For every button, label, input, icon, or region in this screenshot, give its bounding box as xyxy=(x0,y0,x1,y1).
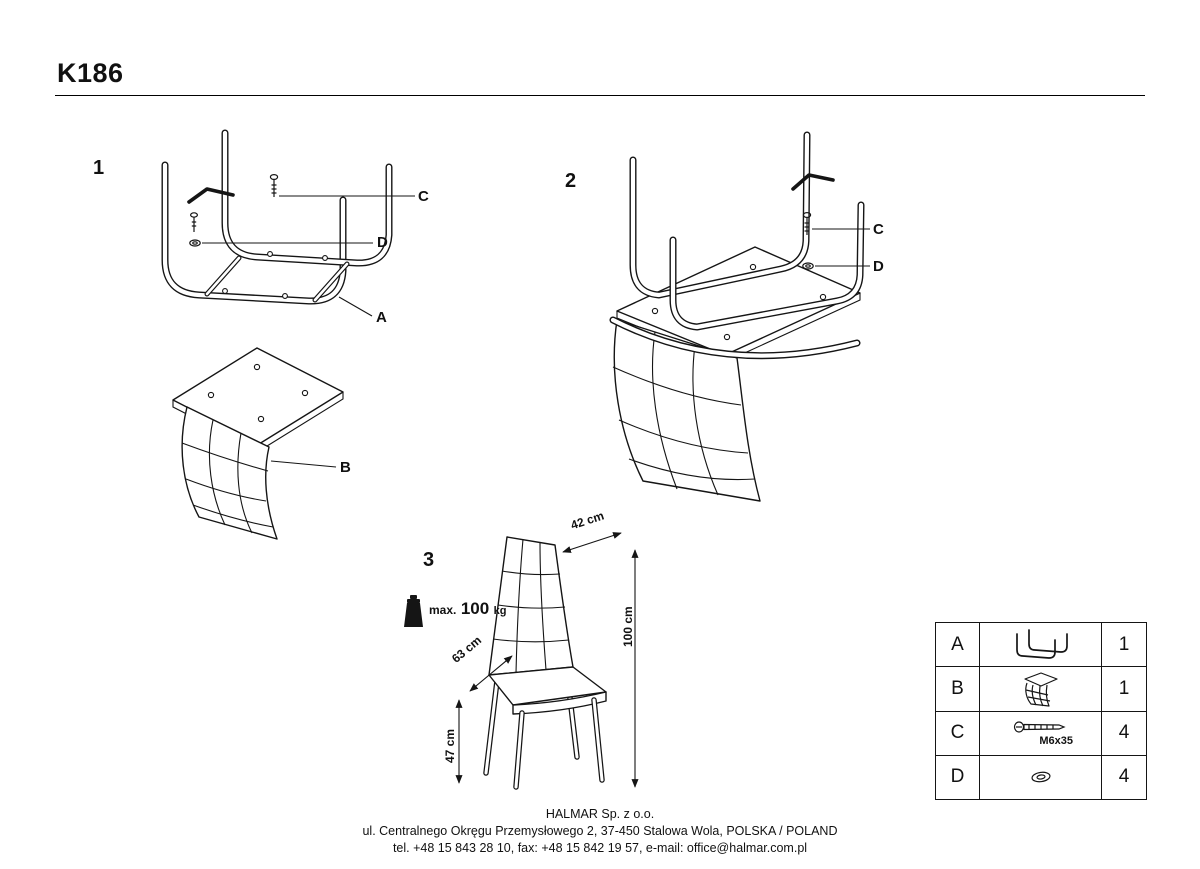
seat-part-drawing xyxy=(172,347,344,540)
footer-contact: tel. +48 15 843 28 10, fax: +48 15 842 1… xyxy=(392,841,808,855)
screw-icon: M6x35 xyxy=(980,711,1102,755)
max-weight-prefix: max. xyxy=(429,603,457,617)
footer-company: HALMAR Sp. z o.o. xyxy=(545,807,655,821)
screw-icon xyxy=(269,173,279,197)
assembled-chair-drawing xyxy=(483,536,607,790)
step-2-figure: 2 xyxy=(555,115,900,515)
part-id-c: C xyxy=(936,711,980,755)
leader-line-b xyxy=(270,460,337,468)
backrest-drawing xyxy=(612,319,761,502)
screw-icon xyxy=(802,211,812,235)
step-3-figure: 3 xyxy=(385,508,695,815)
parts-row-a: A 1 xyxy=(936,623,1146,668)
part-label-c: C xyxy=(873,221,884,238)
allen-key-icon xyxy=(791,173,835,191)
parts-row-d: D 4 xyxy=(936,755,1146,799)
max-weight-value: 100 xyxy=(460,599,490,618)
step-3-drawing xyxy=(404,532,639,790)
part-qty-d: 4 xyxy=(1118,766,1130,788)
dim-arrow-depth xyxy=(469,655,513,692)
step-2-number: 2 xyxy=(565,170,577,192)
washer-icon xyxy=(980,755,1102,799)
step-3-number: 3 xyxy=(423,549,435,571)
washer-icon xyxy=(189,239,201,247)
part-label-d: D xyxy=(377,234,388,251)
parts-row-b: B 1 xyxy=(936,667,1146,712)
chair-frame-drawing xyxy=(161,129,393,305)
footer-address: ul. Centralnego Okręgu Przemysłowego 2, … xyxy=(362,824,838,838)
washer-icon xyxy=(802,262,814,270)
part-label-b: B xyxy=(340,459,351,476)
part-label-a: A xyxy=(376,309,387,326)
part-qty-c: 4 xyxy=(1118,722,1130,744)
screw-spec: M6x35 xyxy=(1039,734,1073,747)
parts-row-c: C M6x35 4 xyxy=(936,711,1146,756)
footer: HALMAR Sp. z o.o. ul. Centralnego Okręgu… xyxy=(0,806,1200,857)
title-divider xyxy=(55,95,1145,96)
dim-arrow-top-width xyxy=(562,532,622,553)
seat-icon xyxy=(980,667,1102,711)
parts-table: A 1 B 1 C xyxy=(935,622,1147,800)
step-2-drawing xyxy=(609,131,870,502)
max-weight-icon xyxy=(404,595,423,627)
chair-frame-drawing xyxy=(629,131,865,331)
part-label-c: C xyxy=(418,188,429,205)
max-weight-unit: kg xyxy=(493,605,507,617)
screw-icon xyxy=(189,212,198,232)
dim-label-height: 100 cm xyxy=(621,606,635,647)
front-runner-tube xyxy=(609,316,861,360)
model-title: K186 xyxy=(57,58,124,88)
step-1-drawing xyxy=(161,129,415,540)
part-qty-b: 1 xyxy=(1118,677,1130,699)
step-1-number: 1 xyxy=(93,157,105,179)
max-weight-text: max. 100 kg xyxy=(429,599,506,619)
dim-label-seat-height: 47 cm xyxy=(443,728,457,763)
chair-frame-icon xyxy=(980,623,1102,667)
part-label-d: D xyxy=(873,258,884,275)
part-id-a: A xyxy=(936,623,980,667)
allen-key-icon xyxy=(187,187,235,204)
part-id-d: D xyxy=(936,755,980,799)
part-id-b: B xyxy=(936,667,980,711)
leader-line-a xyxy=(338,296,373,317)
part-qty-a: 1 xyxy=(1118,633,1130,655)
step-1-figure: 1 xyxy=(85,105,445,555)
